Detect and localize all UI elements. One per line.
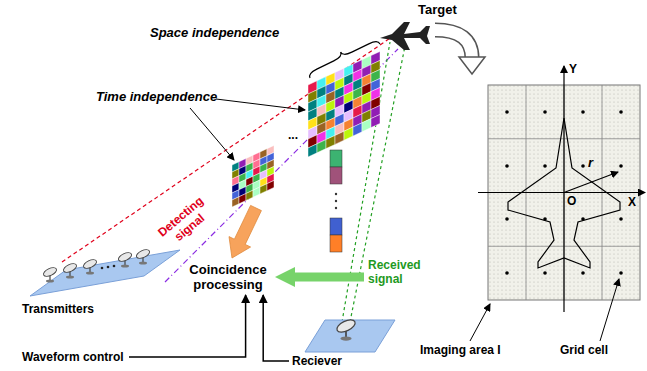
control-arrow <box>129 295 246 357</box>
y-axis <box>563 66 564 312</box>
node-text: Coincidence processing <box>184 262 272 292</box>
cell-centre <box>619 217 623 221</box>
cell-centre <box>581 271 585 275</box>
continuation-dot <box>101 267 104 270</box>
matrix-cell <box>253 187 260 197</box>
antenna-dish <box>82 258 98 275</box>
signal-matrix <box>308 51 380 157</box>
node-text: Received signal <box>368 258 432 286</box>
text-node: Waveform control <box>22 350 126 364</box>
text-label: Space independence <box>150 26 279 40</box>
antenna-dish <box>335 317 357 340</box>
matrix-cell <box>371 114 380 127</box>
matrix-cell <box>260 184 267 194</box>
transfer-arrow-body <box>435 30 472 58</box>
target-airplane <box>380 22 430 50</box>
matrix-cell <box>326 135 335 148</box>
antenna-dish <box>62 262 78 279</box>
cell-centre <box>505 217 509 221</box>
text-label: Target <box>418 3 457 17</box>
antenna-dish <box>117 251 133 268</box>
matrix-cell <box>267 180 274 190</box>
text-label: r <box>588 156 593 170</box>
cell-centre <box>505 271 509 275</box>
matrix-cell <box>353 123 362 136</box>
brace <box>310 42 380 78</box>
transfer-arrow-outline <box>435 30 472 58</box>
text-label: Grid cell <box>560 343 608 357</box>
text-label: Imaging area I <box>420 343 501 357</box>
cell-centre <box>581 164 585 168</box>
text-node: Reciever <box>292 354 345 368</box>
transmitter-platform <box>30 250 180 296</box>
cell-centre <box>619 164 623 168</box>
signal-segment <box>330 235 342 252</box>
signal-segment <box>330 167 342 184</box>
continuation-dot <box>107 266 110 269</box>
purple-beam-line <box>165 49 398 282</box>
text-label: Detecting signal <box>152 191 217 252</box>
text-label: O <box>567 194 576 208</box>
matrix-cell <box>232 197 239 207</box>
x-axis <box>478 192 645 193</box>
text-label: Transmitters <box>22 302 94 316</box>
continuation-dot <box>335 207 337 209</box>
matrix-cell <box>362 119 371 132</box>
position-vector <box>564 172 618 193</box>
red-beam-line <box>62 28 405 262</box>
signal-matrix <box>232 145 274 207</box>
cell-centre <box>543 164 547 168</box>
leader-arrow <box>470 304 490 341</box>
text-label: Y <box>569 62 577 76</box>
text-node: Coincidence processing <box>184 262 272 292</box>
leader-arrow <box>600 279 619 341</box>
matrix-cell <box>239 193 246 203</box>
text-label: X <box>628 195 636 209</box>
antenna-dish <box>42 266 58 283</box>
signal-segment <box>330 150 342 167</box>
target-outline <box>508 118 620 268</box>
signal-segment <box>330 218 342 235</box>
node-text: Reciever <box>292 354 345 368</box>
continuation-dot <box>335 200 337 202</box>
cell-centre <box>505 164 509 168</box>
continuation-dot <box>113 265 116 268</box>
leader-arrow <box>190 108 234 160</box>
matrix-cell <box>246 190 253 200</box>
transfer-arrow-head <box>459 57 485 74</box>
text-node: Received signal <box>368 258 432 286</box>
node-text: Waveform control <box>22 350 126 364</box>
leader-arrow <box>216 99 305 110</box>
antenna-dish <box>135 248 151 265</box>
cell-centre <box>581 110 585 114</box>
cell-centre <box>543 271 547 275</box>
cell-centre <box>505 110 509 114</box>
continuation-dot <box>335 193 337 195</box>
cell-centre <box>619 110 623 114</box>
signal-flow-arrow <box>229 205 261 258</box>
matrix-cell <box>344 127 353 140</box>
text-label: ... <box>288 128 298 142</box>
matrix-cell <box>335 131 344 144</box>
signal-arrow <box>289 273 364 282</box>
text-label: Time independence <box>96 90 217 104</box>
cell-centre <box>619 271 623 275</box>
cell-centre <box>543 110 547 114</box>
matrix-cell <box>308 144 317 157</box>
control-arrow <box>263 295 289 361</box>
matrix-cell <box>317 140 326 153</box>
